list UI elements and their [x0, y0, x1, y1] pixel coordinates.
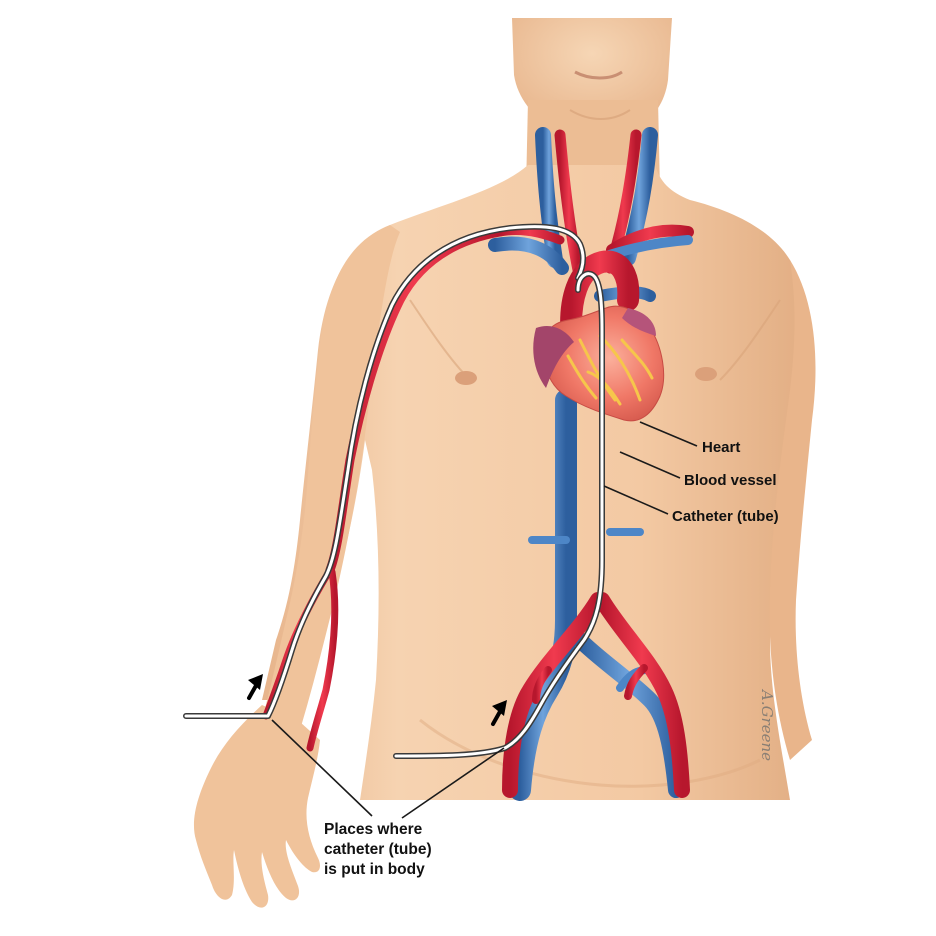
arrowhead-icon — [492, 700, 507, 716]
left-atrium — [622, 308, 656, 336]
leader-lines — [271, 421, 698, 819]
arm-catheter — [184, 225, 585, 718]
entry-label-line2: catheter (tube) — [324, 841, 432, 858]
hand — [193, 705, 320, 908]
abdomen-shade — [419, 718, 761, 788]
subclavian-artery-right — [606, 224, 694, 256]
entry-label-line3: is put in body — [324, 861, 425, 878]
entry-arrow-groin — [491, 700, 507, 726]
carotid-artery-left — [554, 129, 584, 276]
artery-branch-left — [532, 666, 552, 704]
aortic-arch — [560, 250, 640, 351]
jugular-vein-left — [535, 127, 563, 268]
catheters — [183, 223, 605, 759]
nipple-left — [455, 371, 477, 385]
ulnar-artery — [306, 568, 339, 752]
artery-branch-right — [624, 664, 648, 700]
arrowhead-icon — [248, 674, 263, 690]
wrist-entry-leader-line — [271, 719, 373, 817]
arm — [262, 225, 400, 730]
blood-vessel-leader-line — [619, 451, 681, 479]
blood-vessel-label: Blood vessel — [684, 472, 777, 489]
heart-leader-line — [639, 421, 698, 447]
mouth — [574, 70, 623, 80]
groin-entry-leader-line — [401, 747, 505, 819]
groin-catheter — [394, 272, 604, 758]
torso — [193, 18, 816, 908]
right-atrium — [533, 325, 574, 388]
iliac-artery-left — [502, 592, 606, 798]
right-arm — [769, 260, 816, 760]
iliac-artery-right — [594, 592, 690, 798]
torso-shape — [262, 165, 804, 800]
artist-signature: A.Greene — [758, 688, 776, 761]
catheter-leader-line — [603, 485, 669, 515]
chin-line — [569, 109, 631, 120]
entry-arrow-wrist — [247, 674, 263, 700]
entry-label-line1: Places where — [324, 821, 423, 838]
nipple-right — [695, 367, 717, 381]
catheter-label: Catheter (tube) — [672, 508, 779, 525]
heart-label: Heart — [702, 439, 740, 456]
